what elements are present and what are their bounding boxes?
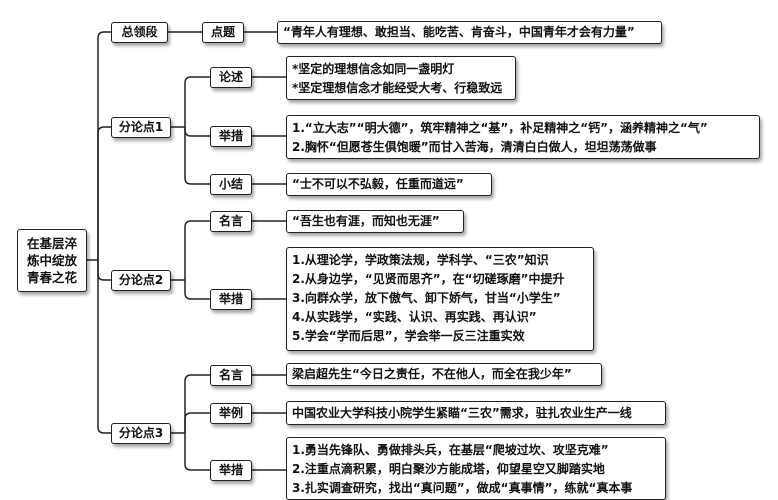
leaf-text: 梁启超先生“今日之责任，不在他人，而全在我少年” xyxy=(292,367,572,381)
leaf-point-2-quote: “吾生也有涯，而知也无涯” xyxy=(286,210,464,233)
root-topic-text: 在基层淬 炼中绽放 青春之花 xyxy=(26,236,77,285)
node-point-1-summary-label: 小结 xyxy=(218,177,243,192)
leaf-point-2-measures: 1.从理论学，学政策法规，学科学、“三农”知识 2.从身边学，“见贤而思齐”，在… xyxy=(286,247,594,351)
leaf-text: 3.向群众学，放下傲气、卸下娇气，甘当“小学生” xyxy=(292,291,561,305)
leaf-text: 5.学会“学而后思”，学会举一反三注重实效 xyxy=(292,329,525,343)
node-point-3-measures[interactable]: 举措 xyxy=(210,460,252,481)
leaf-text: “青年人有理想、敢担当、能吃苦、肯奋斗，中国青年才会有力量” xyxy=(283,25,635,39)
node-point-1-argument[interactable]: 论述 xyxy=(210,67,252,88)
leaf-text: 2.胸怀“但愿苍生俱饱暖”而甘入苦海，清清白白做人，坦坦荡荡做事 xyxy=(292,140,657,154)
node-point-1-measures[interactable]: 举措 xyxy=(210,126,252,147)
leaf-text: 2.注重点滴积累，明白聚沙方能成塔，仰望星空又脚踏实地 xyxy=(292,462,605,476)
node-point-1-argument-label: 论述 xyxy=(218,70,243,85)
leaf-text: 4.从实践学，“实践、认识、再实践、再认识” xyxy=(292,310,537,324)
leaf-point-3-example: 中国农业大学科技小院学生紧瞄“三农”需求，驻扎农业生产一线 xyxy=(286,401,666,425)
node-point-2-quote[interactable]: 名言 xyxy=(210,211,252,232)
leaf-point-1-summary: “士不可以不弘毅，任重而道远” xyxy=(286,173,492,196)
node-point-2-measures-label: 举措 xyxy=(218,292,243,307)
node-point-1-summary[interactable]: 小结 xyxy=(210,174,252,195)
node-point-3-example-label: 举例 xyxy=(218,406,243,421)
leaf-text: “士不可以不弘毅，任重而道远” xyxy=(292,177,464,191)
node-overview-topic-label: 点题 xyxy=(210,25,235,40)
branch-overview[interactable]: 总领段 xyxy=(111,22,168,43)
branch-point-1[interactable]: 分论点1 xyxy=(111,117,171,138)
node-point-1-measures-label: 举措 xyxy=(218,129,243,144)
point3-link-branch-2 xyxy=(184,433,210,471)
leaf-text: 1.从理论学，学政策法规，学科学、“三农”知识 xyxy=(292,253,549,267)
leaf-text: *坚定的理想信念如同一盏明灯 xyxy=(292,62,455,76)
leaf-point-3-measures: 1.勇当先锋队、勇做排头兵，在基层“爬坡过坎、攻坚克难” 2.注重点滴积累，明白… xyxy=(286,437,666,500)
branch-point-3-label: 分论点3 xyxy=(118,426,164,441)
point1-link-branch-0 xyxy=(184,76,210,127)
point3-link-branch-1 xyxy=(184,412,210,433)
root-topic[interactable]: 在基层淬 炼中绽放 青春之花 xyxy=(17,229,87,292)
node-point-3-example[interactable]: 举例 xyxy=(210,403,252,424)
leaf-point-1-argument: *坚定的理想信念如同一盏明灯 *坚定理想信念才能经受大考、行稳致远 xyxy=(286,56,516,100)
branch-overview-label: 总领段 xyxy=(121,25,158,40)
leaf-text: 2.从身边学，“见贤而思齐”，在“切磋琢磨”中提升 xyxy=(292,272,565,286)
point2-link-branch-0 xyxy=(184,220,210,280)
leaf-overview-topic: “青年人有理想、敢担当、能吃苦、肯奋斗，中国青年才会有力量” xyxy=(277,21,662,44)
leaf-point-3-quote: 梁启超先生“今日之责任，不在他人，而全在我少年” xyxy=(286,363,602,386)
node-point-3-measures-label: 举措 xyxy=(218,463,243,478)
leaf-text: 1.勇当先锋队、勇做排头兵，在基层“爬坡过坎、攻坚克难” xyxy=(292,443,609,457)
leaf-text: 1.“立大志”“明大德”，筑牢精神之“基”，补足精神之“钙”，涵养精神之“气” xyxy=(292,121,708,135)
root-link-branch-0 xyxy=(97,31,111,260)
branch-point-2-label: 分论点2 xyxy=(118,273,164,288)
node-point-3-quote-label: 名言 xyxy=(218,368,243,383)
leaf-text: “吾生也有涯，而知也无涯” xyxy=(292,214,440,228)
root-link-branch-2 xyxy=(97,260,111,281)
point1-link-branch-2 xyxy=(184,127,210,185)
leaf-text: 3.扎实调查研究，找出“真问题”，做成“真事情”，练就“真本事 xyxy=(292,481,633,495)
root-link-branch-3 xyxy=(97,260,111,434)
point2-link-branch-1 xyxy=(184,280,210,300)
root-link-branch-1 xyxy=(97,126,111,260)
branch-point-1-label: 分论点1 xyxy=(118,120,164,135)
node-point-2-quote-label: 名言 xyxy=(218,214,243,229)
point3-link-branch-0 xyxy=(184,374,210,433)
branch-point-3[interactable]: 分论点3 xyxy=(111,423,171,444)
leaf-text: 中国农业大学科技小院学生紧瞄“三农”需求，驻扎农业生产一线 xyxy=(292,405,632,420)
node-point-2-measures[interactable]: 举措 xyxy=(210,289,252,310)
branch-point-2[interactable]: 分论点2 xyxy=(111,270,171,291)
leaf-text: *坚定理想信念才能经受大考、行稳致远 xyxy=(292,81,503,95)
node-overview-topic[interactable]: 点题 xyxy=(202,22,244,43)
leaf-point-1-measures: 1.“立大志”“明大德”，筑牢精神之“基”，补足精神之“钙”，涵养精神之“气” … xyxy=(286,115,760,159)
point1-link-branch-1 xyxy=(184,127,210,137)
node-point-3-quote[interactable]: 名言 xyxy=(210,365,252,386)
